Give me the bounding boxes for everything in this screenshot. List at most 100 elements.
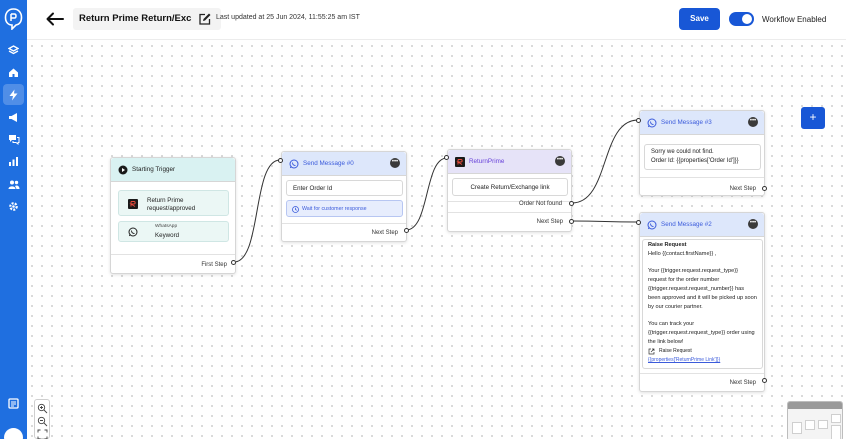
message-text[interactable]: Sorry we could not find. Order Id: {{pro…: [644, 144, 761, 170]
user-avatar[interactable]: [4, 428, 23, 439]
wait-response-badge: Wait for customer response: [286, 200, 403, 217]
next-step-label: Next Step: [371, 230, 398, 236]
node-header: ReturnPrime •••: [448, 150, 571, 174]
campaigns-icon[interactable]: [6, 110, 21, 125]
divider: [448, 201, 571, 202]
divider: [111, 254, 235, 255]
message-heading: Raise Request: [648, 242, 687, 248]
zoom-in-icon[interactable]: [37, 403, 48, 414]
send-message-0-node[interactable]: Send Message #0 ••• Enter Order Id Wait …: [281, 151, 407, 242]
whatsapp-icon: [647, 220, 657, 230]
analytics-icon[interactable]: [6, 154, 21, 169]
divider: [640, 373, 764, 374]
message-text[interactable]: Enter Order Id: [286, 180, 403, 196]
whatsapp-icon: [289, 159, 299, 169]
trigger-keyword-card[interactable]: WhatsApp Keyword: [118, 221, 229, 242]
order-not-found-label: Order Not found: [518, 201, 562, 207]
node-header: Send Message #0 •••: [282, 152, 406, 176]
node-title: Send Message #0: [303, 160, 354, 167]
node-header: Send Message #2 •••: [640, 213, 764, 237]
contacts-icon[interactable]: [6, 177, 21, 192]
trigger-event-card[interactable]: Return Prime request/approved: [118, 190, 229, 216]
message-line: Order Id: {{properties['Order Id']}}: [651, 158, 739, 164]
play-icon: [118, 165, 128, 175]
action-label[interactable]: Create Return/Exchange link: [452, 178, 568, 196]
clock-icon: [292, 206, 299, 213]
send-message-3-node[interactable]: Send Message #3 ••• Sorry we could not f…: [639, 110, 765, 196]
more-options-icon[interactable]: •••: [390, 158, 400, 168]
toggle-knob: [742, 14, 752, 24]
trigger-event-label: Return Prime request/approved: [147, 197, 196, 212]
edit-icon[interactable]: [198, 12, 212, 26]
last-updated-text: Last updated at 25 Jun 2024, 11:55:25 am…: [216, 14, 360, 21]
next-step-port[interactable]: [762, 186, 767, 191]
back-arrow-icon[interactable]: [45, 11, 65, 27]
next-step-port[interactable]: [762, 378, 767, 383]
next-step-label: Next Step: [536, 219, 563, 225]
workflow-title-input[interactable]: Return Prime Return/Exc: [73, 8, 221, 30]
app-logo-icon[interactable]: [4, 8, 23, 30]
message-paragraph: You can track your {{trigger.request.req…: [648, 321, 755, 345]
message-line: Hello {{contact.firstName}} ,: [648, 251, 717, 257]
zoom-out-icon[interactable]: [37, 416, 48, 427]
minimap-node: [831, 425, 841, 439]
returnprime-logo-icon: [128, 199, 138, 209]
save-button[interactable]: Save: [679, 8, 720, 30]
input-port[interactable]: [444, 155, 449, 160]
minimap-node: [792, 422, 802, 434]
raise-request-label: Raise Request: [659, 348, 692, 354]
divider: [448, 212, 571, 213]
order-not-found-port[interactable]: [569, 201, 574, 206]
next-step-label: Next Step: [729, 186, 756, 192]
input-port[interactable]: [636, 220, 641, 225]
starting-trigger-node[interactable]: Starting Trigger Return Prime request/ap…: [110, 157, 236, 274]
sidebar: [0, 0, 27, 439]
divider: [640, 177, 764, 178]
trigger-keyword-label: Keyword: [155, 232, 180, 239]
next-step-label: Next Step: [729, 380, 756, 386]
docs-icon[interactable]: [6, 396, 21, 411]
input-port[interactable]: [278, 158, 283, 163]
message-text[interactable]: Raise Request Hello {{contact.firstName}…: [642, 239, 763, 369]
next-step-port[interactable]: [569, 219, 574, 224]
node-title: Starting Trigger: [132, 166, 176, 173]
more-options-icon[interactable]: •••: [555, 156, 565, 166]
more-options-icon[interactable]: •••: [748, 219, 758, 229]
fit-view-icon[interactable]: [37, 429, 48, 439]
node-title: Send Message #2: [661, 221, 712, 228]
next-step-port[interactable]: [404, 228, 409, 233]
divider: [282, 223, 406, 224]
returnprime-node[interactable]: ReturnPrime ••• Create Return/Exchange l…: [447, 149, 572, 232]
wait-response-label: Wait for customer response: [302, 206, 367, 212]
first-step-port[interactable]: [231, 260, 236, 265]
returnprime-logo-icon: [455, 157, 465, 167]
minimap-node: [818, 420, 828, 429]
zoom-controls: [34, 399, 50, 439]
minimap-node: [831, 414, 841, 423]
raise-request-button[interactable]: Raise Request: [648, 347, 757, 356]
send-message-2-node[interactable]: Send Message #2 ••• Raise Request Hello …: [639, 212, 765, 392]
workflow-enabled-label: Workflow Enabled: [762, 15, 827, 24]
first-step-label: First Step: [201, 262, 227, 268]
node-title: ReturnPrime: [469, 158, 505, 165]
node-header: Send Message #3 •••: [640, 111, 764, 135]
tracking-link[interactable]: {{properties['ReturnPrime Link']}}: [648, 357, 721, 363]
node-header: Starting Trigger: [111, 158, 235, 182]
workflow-enabled-toggle[interactable]: [729, 12, 754, 26]
trigger-channel-label: WhatsApp: [155, 224, 178, 229]
integrations-icon[interactable]: [6, 43, 21, 58]
top-bar: Return Prime Return/Exc Last updated at …: [27, 0, 846, 40]
home-icon[interactable]: [6, 65, 21, 80]
input-port[interactable]: [636, 118, 641, 123]
whatsapp-icon: [647, 118, 657, 128]
whatsapp-icon: [128, 227, 138, 237]
minimap[interactable]: [787, 401, 843, 439]
workflow-icon[interactable]: [3, 84, 24, 105]
external-link-icon: [648, 348, 655, 355]
message-paragraph: Your {{trigger.request.request_type}} re…: [648, 268, 757, 310]
settings-icon[interactable]: [6, 199, 21, 214]
chat-icon[interactable]: [6, 132, 21, 147]
add-node-button[interactable]: +: [801, 107, 825, 129]
minimap-node: [805, 420, 815, 430]
more-options-icon[interactable]: •••: [748, 117, 758, 127]
